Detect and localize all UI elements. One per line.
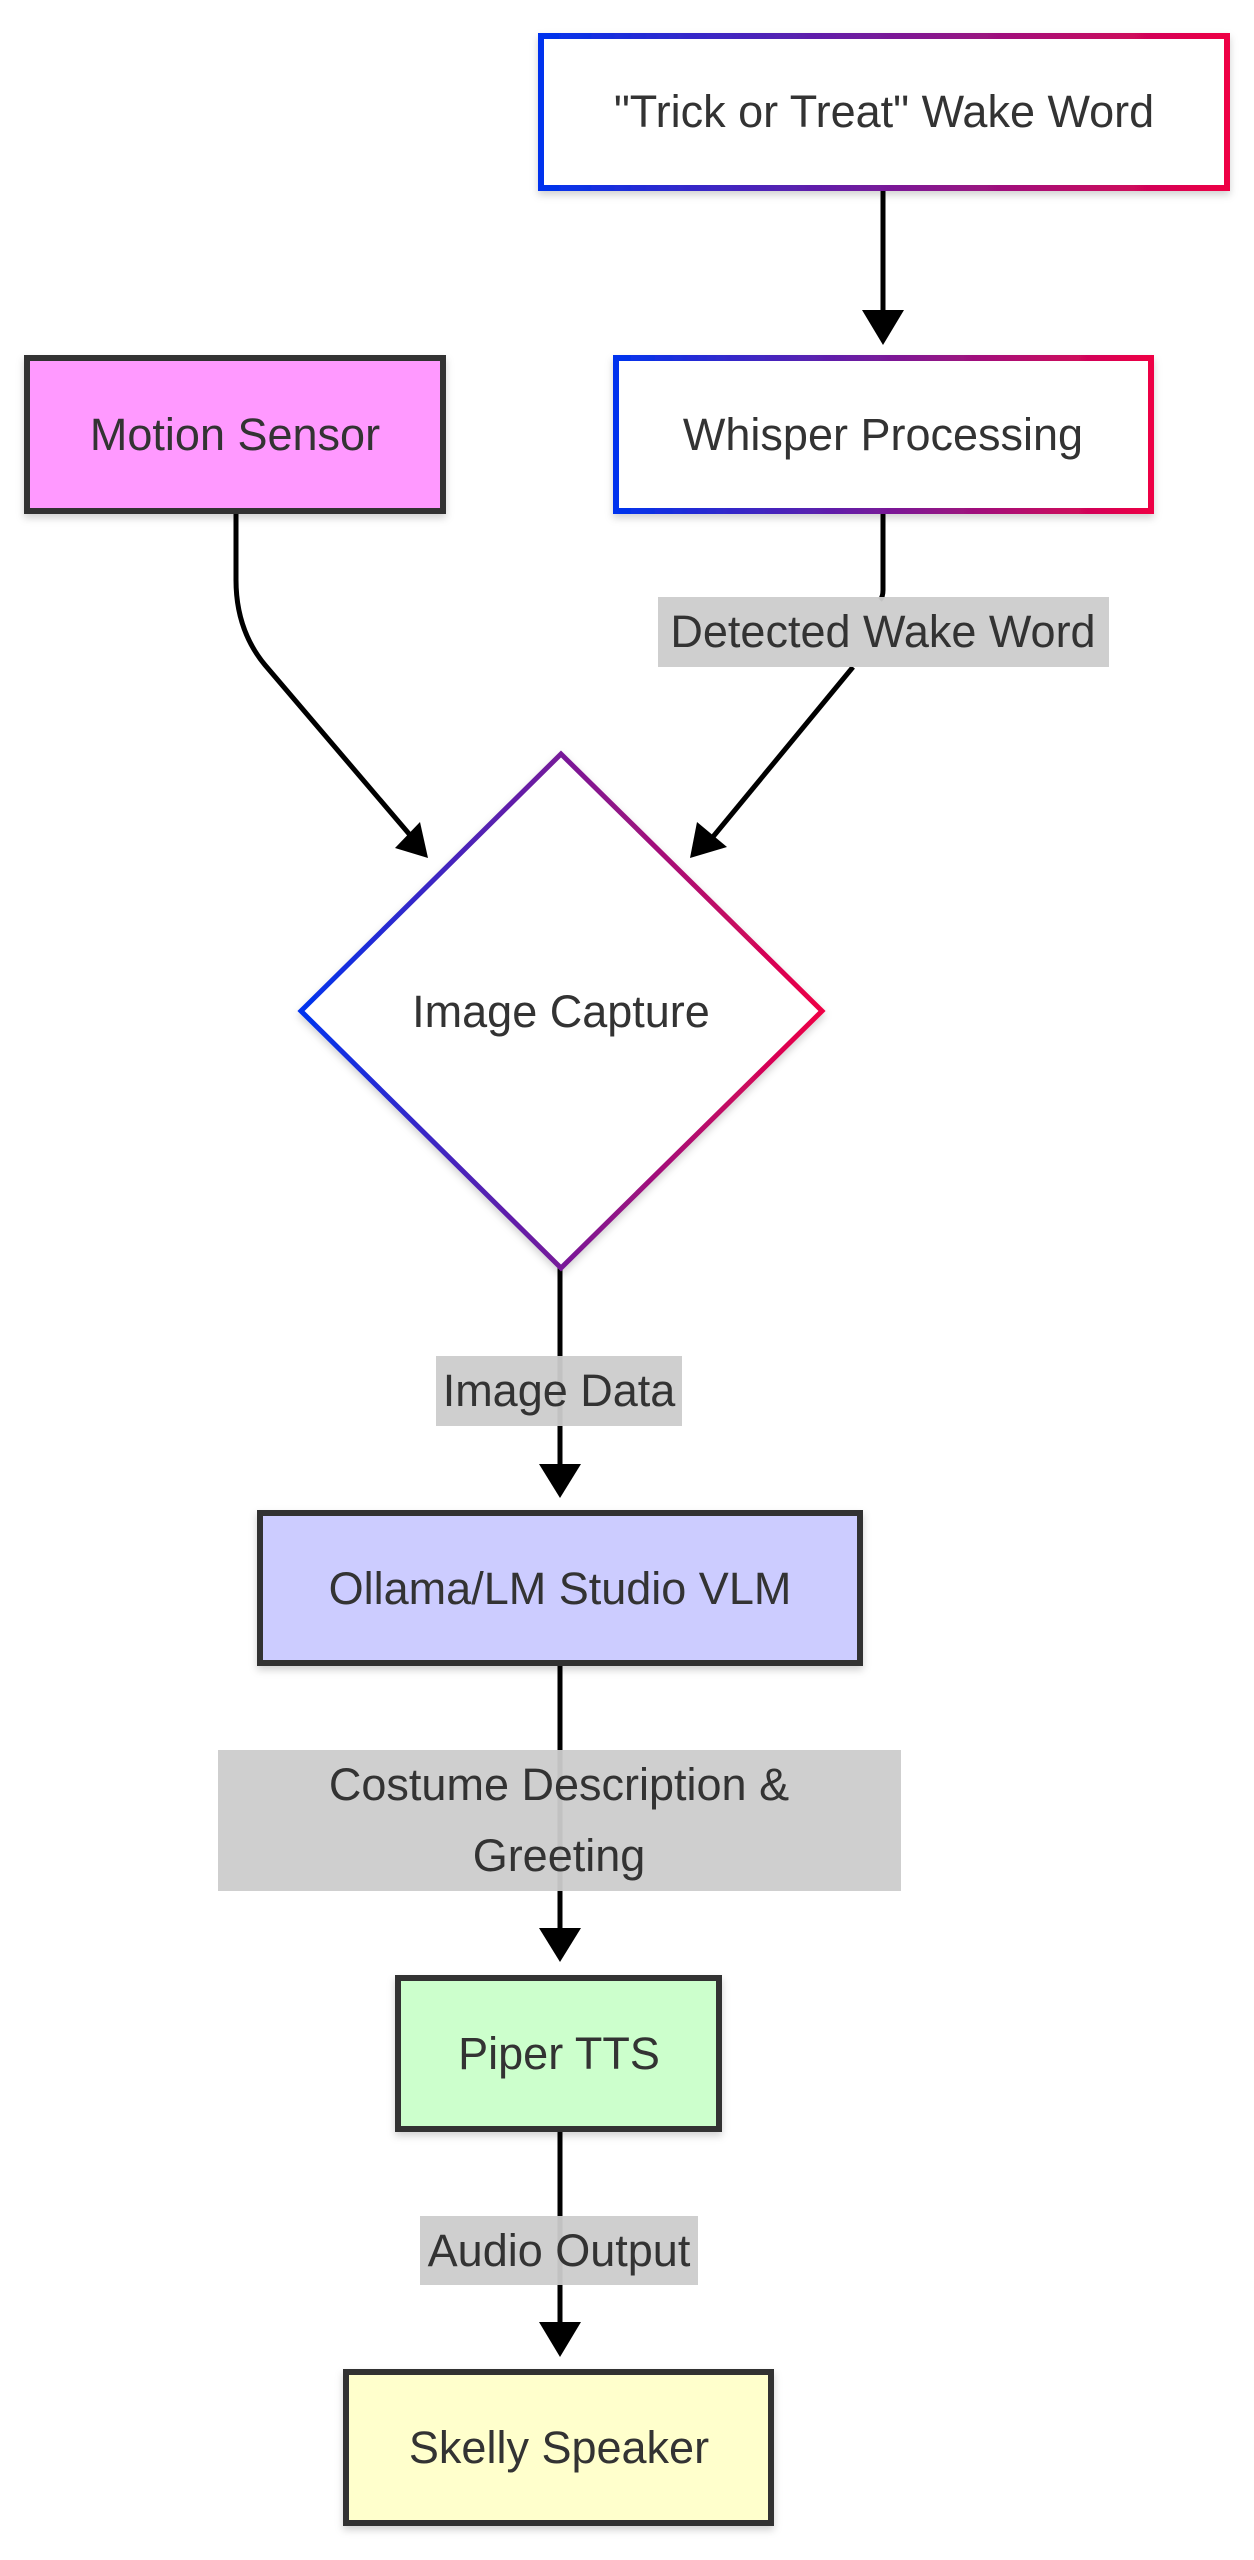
node-label: Motion Sensor	[90, 409, 380, 460]
node-ollama-vlm[interactable]: Ollama/LM Studio VLM	[257, 1510, 863, 1666]
arrowhead-icon	[690, 822, 727, 858]
edge-label-text: Image Data	[443, 1365, 677, 1416]
edge-label-image-data: Image Data	[436, 1356, 682, 1426]
edge-label-costume-description: Costume Description & Greeting	[218, 1750, 901, 1891]
edge-label-detected-wake-word: Detected Wake Word	[658, 597, 1109, 667]
edge-whisper-to-capture	[878, 514, 886, 602]
node-whisper-processing[interactable]: Whisper Processing	[613, 355, 1154, 514]
edge-label-text: Audio Output	[428, 2225, 691, 2276]
node-motion-sensor[interactable]: Motion Sensor	[24, 355, 446, 514]
edge-label-text-line-2: Greeting	[473, 1830, 646, 1881]
edge-label-text-line-1: Costume Description &	[329, 1759, 789, 1810]
node-label: Skelly Speaker	[409, 2422, 709, 2473]
arrowhead-icon	[395, 822, 428, 858]
edge-label-text: Detected Wake Word	[670, 606, 1095, 657]
node-wake-word[interactable]: "Trick or Treat" Wake Word	[538, 33, 1230, 191]
node-label: Ollama/LM Studio VLM	[329, 1563, 792, 1614]
edge-whisper-to-capture-lower	[710, 665, 855, 840]
node-piper-tts[interactable]: Piper TTS	[395, 1975, 722, 2132]
arrowhead-icon	[539, 1464, 581, 1498]
edge-label-audio-output: Audio Output	[420, 2216, 698, 2285]
node-label: Whisper Processing	[683, 409, 1083, 460]
node-label: Piper TTS	[458, 2028, 660, 2079]
arrowhead-icon	[862, 310, 904, 345]
node-label: Image Capture	[412, 986, 710, 1037]
arrowhead-icon	[539, 2322, 581, 2357]
node-image-capture[interactable]: Image Capture	[297, 750, 826, 1272]
arrowhead-icon	[539, 1928, 581, 1962]
edge-motion-to-capture	[233, 514, 412, 837]
node-label: "Trick or Treat" Wake Word	[614, 86, 1154, 137]
node-skelly-speaker[interactable]: Skelly Speaker	[343, 2369, 774, 2526]
